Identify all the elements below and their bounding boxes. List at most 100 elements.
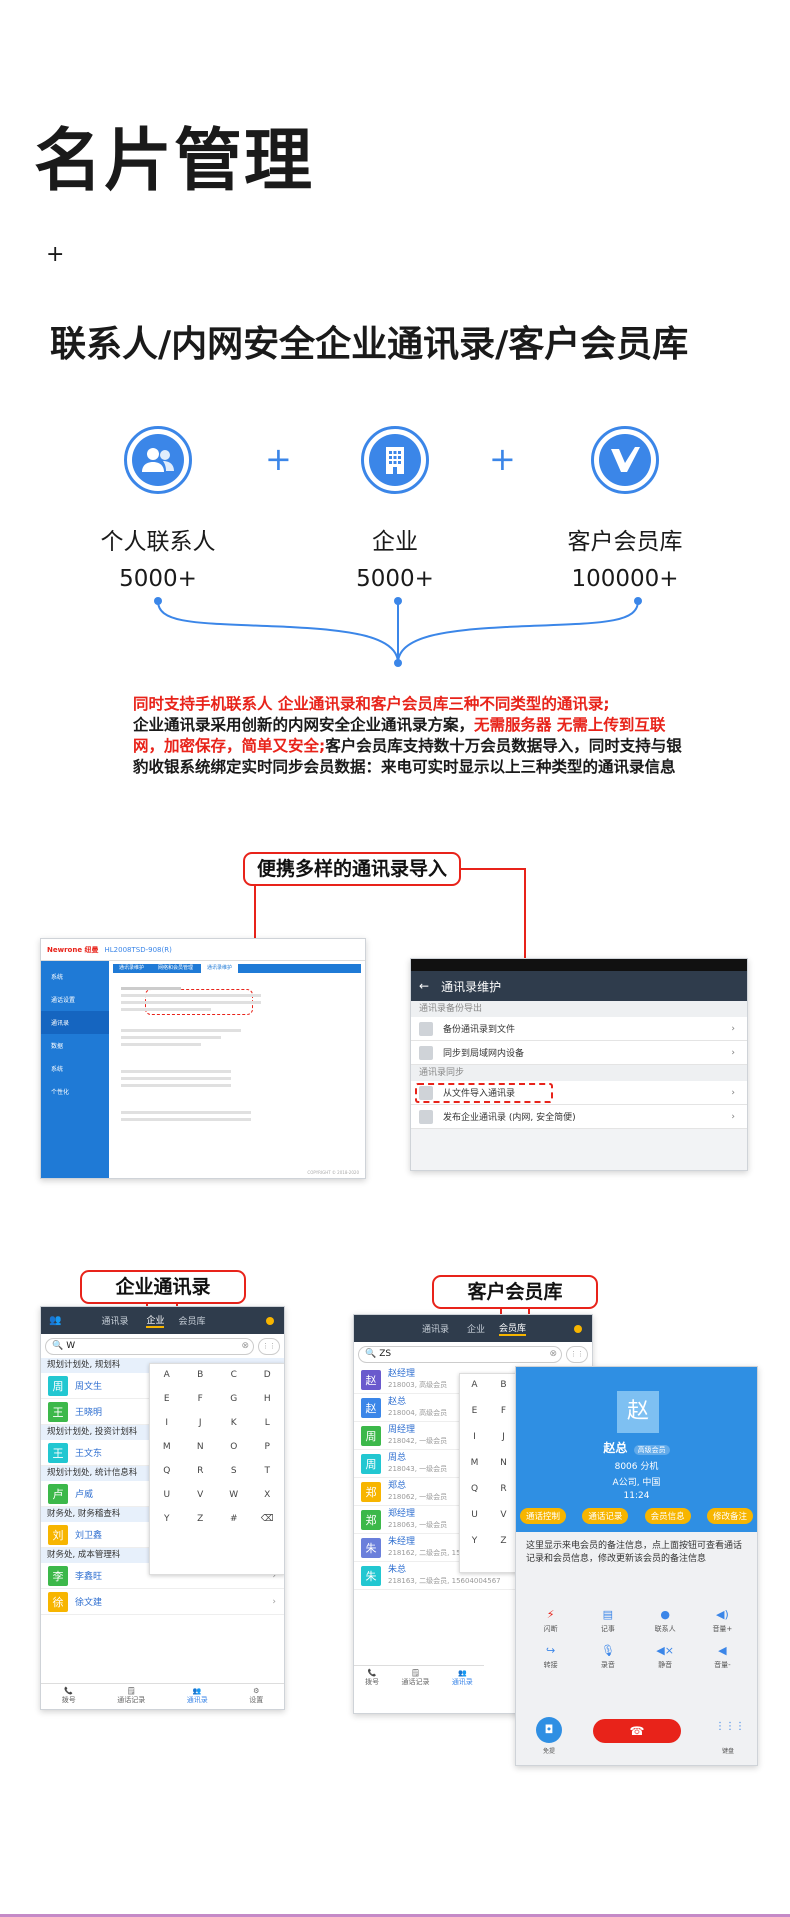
nav-dial[interactable]: 📞拨号 (365, 1669, 380, 1686)
alpha-letter[interactable]: Q (163, 1466, 171, 1476)
alpha-letter[interactable]: A (163, 1370, 170, 1380)
tab-members[interactable]: 会员库 (499, 1321, 527, 1336)
alpha-letter[interactable]: L (264, 1418, 270, 1428)
maint-row[interactable]: 同步到局域网内设备› (411, 1041, 747, 1065)
clear-icon[interactable]: ⊗ (549, 1349, 557, 1359)
alpha-letter[interactable]: G (230, 1394, 238, 1404)
alpha-letter[interactable]: N (196, 1442, 204, 1452)
alpha-letter[interactable]: U (163, 1490, 171, 1500)
alpha-letter[interactable]: # (229, 1514, 238, 1524)
alpha-letter[interactable]: H (263, 1394, 271, 1404)
alpha-letter[interactable]: X (264, 1490, 271, 1500)
clear-icon[interactable]: ⊗ (241, 1341, 249, 1351)
call-control-button[interactable]: 通话控制 (520, 1508, 567, 1524)
admin-tab[interactable]: 通讯录维护 (201, 964, 239, 973)
alpha-letter[interactable]: Y (471, 1536, 478, 1546)
alpha-letter[interactable]: S (230, 1466, 237, 1476)
member-info-button[interactable]: 会员信息 (644, 1508, 691, 1524)
sidebar-item[interactable]: 通讯录 (41, 1011, 109, 1034)
nav-call-log[interactable]: 🗒通话记录 (401, 1669, 430, 1686)
maint-row[interactable]: 发布企业通讯录 (内网, 安全简便)› (411, 1105, 747, 1129)
tab-contacts[interactable]: 通讯录 (422, 1325, 450, 1335)
transfer-icon: ↪ (546, 1644, 556, 1657)
tab-members[interactable]: 会员库 (178, 1317, 206, 1327)
maint-row[interactable]: 备份通讯录到文件› (411, 1017, 747, 1041)
alpha-letter[interactable]: B (500, 1380, 507, 1390)
search-input[interactable]: W (66, 1341, 76, 1351)
add-contact-icon[interactable]: 👥 (49, 1315, 62, 1326)
alpha-letter[interactable]: V (500, 1510, 507, 1520)
search-input[interactable]: ZS (379, 1349, 392, 1359)
contacts-button[interactable]: ●联系人 (654, 1608, 676, 1633)
sidebar-item[interactable]: 通话设置 (51, 997, 76, 1004)
alpha-letter[interactable]: T (264, 1466, 271, 1476)
notes-button[interactable]: ▤记事 (600, 1608, 615, 1633)
alpha-letter[interactable]: M (162, 1442, 171, 1452)
alpha-letter[interactable]: I (165, 1418, 169, 1428)
alpha-letter[interactable]: D (263, 1370, 271, 1380)
nav-settings[interactable]: ⚙设置 (249, 1687, 264, 1704)
edit-note-button[interactable]: 修改备注 (706, 1508, 753, 1524)
alpha-letter[interactable]: E (471, 1406, 478, 1416)
alpha-letter[interactable]: O (230, 1442, 238, 1452)
alpha-letter[interactable]: ⌫ (260, 1514, 274, 1524)
tab-enterprise[interactable]: 企业 (467, 1325, 486, 1335)
alpha-letter[interactable]: R (500, 1484, 507, 1494)
alpha-letter[interactable]: U (471, 1510, 478, 1520)
sidebar-item[interactable]: 个性化 (51, 1089, 70, 1096)
contact-avatar: 朱 (361, 1537, 381, 1558)
call-log-button[interactable]: 通话记录 (582, 1508, 629, 1524)
admin-tab[interactable]: 通讯录维护 (119, 965, 145, 971)
alpha-letter[interactable]: F (500, 1406, 507, 1416)
alpha-letter[interactable]: I (473, 1432, 476, 1442)
list-item[interactable]: 徐徐文建› (41, 1589, 284, 1615)
nav-dial[interactable]: 📞拨号 (61, 1687, 76, 1704)
alpha-letter[interactable]: Q (470, 1484, 479, 1494)
maint-row[interactable]: 从文件导入通讯录› (411, 1081, 747, 1105)
record-button[interactable]: 🎙录音 (600, 1644, 615, 1669)
alpha-letter[interactable]: W (229, 1490, 239, 1500)
flash-button[interactable]: ⚡闪断 (543, 1608, 558, 1633)
keypad-icon[interactable]: ⋮⋮ (258, 1337, 280, 1355)
volume-up-button[interactable]: ◀)音量+ (712, 1608, 733, 1633)
sidebar-item[interactable]: 系统 (51, 974, 64, 981)
volume-down-button[interactable]: ◀音量- (714, 1644, 731, 1669)
alpha-letter[interactable]: A (471, 1380, 478, 1390)
admin-tab[interactable]: 网络和会员管理 (158, 965, 194, 971)
speaker-icon[interactable]: ◘ (536, 1717, 562, 1743)
alpha-letter[interactable]: Z (500, 1536, 507, 1546)
list-item[interactable]: 李李鑫旺› (41, 1563, 284, 1589)
back-arrow-icon[interactable]: ← (419, 979, 430, 993)
alpha-letter[interactable]: M (470, 1458, 479, 1468)
sidebar-item[interactable]: 数据 (51, 1043, 64, 1050)
alpha-letter[interactable]: C (230, 1370, 237, 1380)
contact-detail: 218063, 一级会员 (388, 1520, 448, 1529)
description: 同时支持手机联系人 企业通讯录和客户会员库三种不同类型的通讯录;企业通讯录采用创… (133, 695, 682, 776)
alpha-letter[interactable]: Z (197, 1514, 204, 1524)
alpha-letter[interactable]: J (198, 1418, 202, 1428)
admin-sidebar: 系统 通话设置 通讯录 数据 系统 个性化 (41, 961, 109, 1178)
alpha-letter[interactable]: R (197, 1466, 204, 1476)
tab-contacts[interactable]: 通讯录 (101, 1317, 129, 1327)
nav-contacts[interactable]: 👥通讯录 (451, 1669, 473, 1686)
hangup-button[interactable]: ☎ (593, 1719, 681, 1743)
alpha-letter[interactable]: Y (164, 1514, 170, 1524)
enterprise-app-screenshot: 👥 通讯录 企业 会员库 🔍 W ⊗ ⋮⋮ 规划计划处, 规划科周周文生›王王晓… (40, 1306, 285, 1710)
keypad-icon[interactable]: ⋮⋮ (566, 1345, 588, 1363)
alpha-letter[interactable]: E (163, 1394, 170, 1404)
transfer-button[interactable]: ↪转接 (543, 1644, 558, 1669)
keypad-icon[interactable]: ⋮⋮⋮ (715, 1721, 745, 1732)
sidebar-item[interactable]: 系统 (51, 1066, 64, 1073)
nav-contacts[interactable]: 👥通讯录 (186, 1687, 208, 1704)
alpha-letter[interactable]: P (264, 1442, 270, 1452)
nav-call-log[interactable]: 🗒通话记录 (117, 1687, 146, 1704)
alpha-letter[interactable]: B (197, 1370, 204, 1380)
alpha-letter[interactable]: K (230, 1418, 237, 1428)
tab-enterprise[interactable]: 企业 (146, 1313, 165, 1328)
alpha-letter[interactable]: V (197, 1490, 204, 1500)
alpha-letter[interactable]: F (197, 1394, 203, 1404)
mute-button[interactable]: ◀×静音 (656, 1644, 674, 1669)
alpha-letter[interactable]: N (500, 1458, 507, 1468)
alpha-letter[interactable]: J (502, 1432, 505, 1442)
